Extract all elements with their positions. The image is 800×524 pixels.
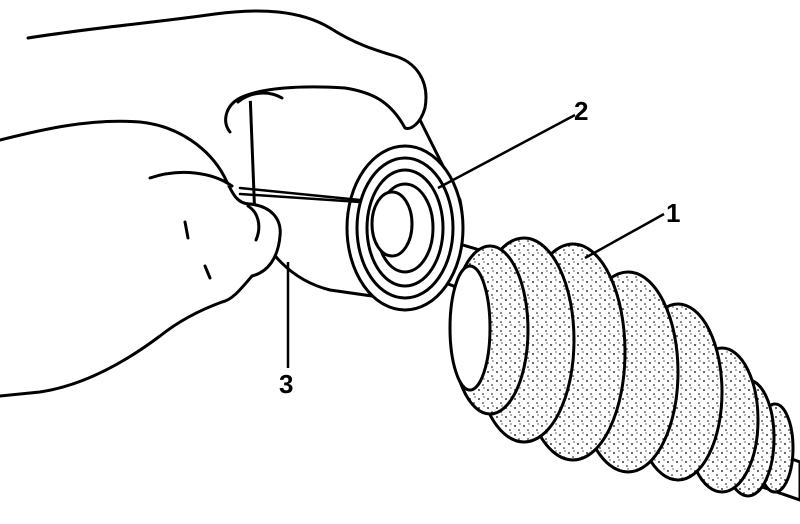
lower-hand bbox=[0, 119, 282, 398]
callout-label-2: 2 bbox=[574, 96, 589, 126]
leader-line-1 bbox=[584, 212, 665, 260]
leader-line-2 bbox=[437, 113, 576, 190]
callout-label-3: 3 bbox=[279, 369, 294, 399]
callout-label-1: 1 bbox=[666, 198, 681, 228]
pick-tool bbox=[238, 186, 362, 204]
upper-hand bbox=[26, 9, 428, 134]
joint-housing bbox=[248, 78, 465, 312]
rubber-boot bbox=[448, 236, 795, 498]
leader-lines bbox=[286, 113, 665, 368]
